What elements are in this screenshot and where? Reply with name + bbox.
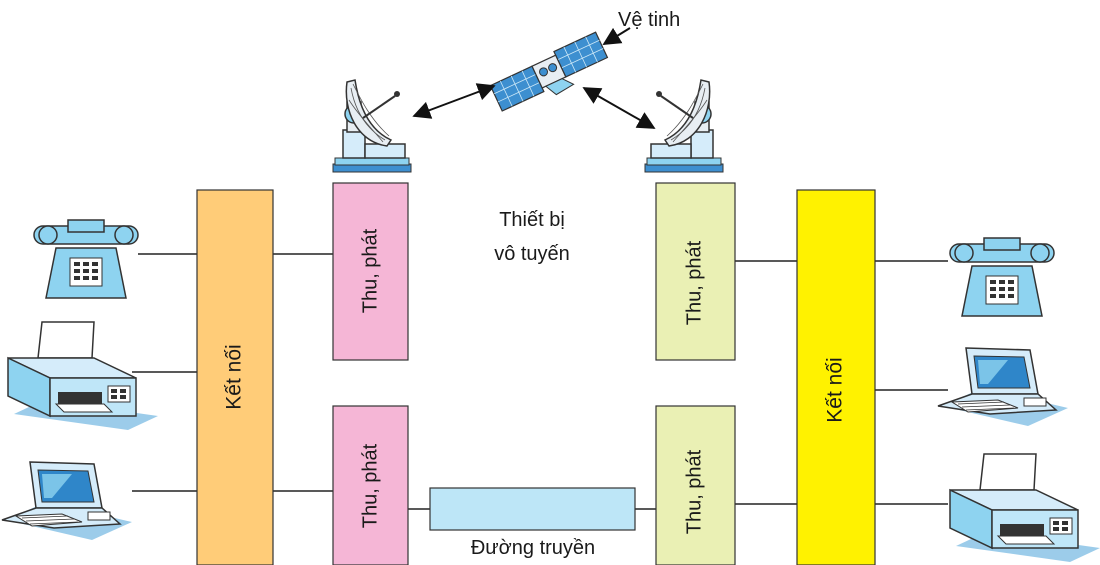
right-connector-label: Kết nối: [824, 357, 847, 422]
right-connector-block: [796, 189, 876, 565]
left-wireless-link: [412, 83, 496, 119]
cable-label: Đường truyền: [471, 537, 595, 559]
satellite-dish-icon: [332, 79, 412, 173]
telephone-icon: [33, 219, 139, 299]
satellite-icon: [489, 31, 609, 112]
satellite-label-arrow: [602, 27, 631, 45]
right-bottom-transceiver: [655, 405, 736, 565]
printer-icon: [7, 321, 159, 431]
wireless-label-line2: vô tuyến: [494, 243, 570, 265]
cable-block: [429, 487, 636, 531]
left-bottom-transceiver: [332, 405, 409, 565]
left-top-transceiver-label: Thu, phát: [359, 228, 381, 313]
printer-icon: [949, 453, 1100, 563]
wireless-label-line1: Thiết bị: [499, 209, 565, 231]
right-wireless-link: [582, 87, 656, 129]
telephone-icon: [949, 237, 1055, 317]
left-bottom-transceiver-label: Thu, phát: [359, 443, 381, 528]
laptop-icon: [1, 461, 133, 541]
right-top-transceiver: [655, 182, 736, 361]
left-top-transceiver: [332, 182, 409, 361]
left-connector-label: Kết nối: [223, 344, 246, 409]
right-top-transceiver-label: Thu, phát: [683, 240, 705, 325]
satellite-label: Vệ tinh: [618, 9, 680, 31]
connection-lines: [132, 253, 948, 510]
satellite-dish-icon: [644, 79, 724, 173]
right-bottom-transceiver-label: Thu, phát: [683, 449, 705, 534]
left-connector-block: [196, 189, 274, 565]
laptop-icon: [937, 347, 1069, 427]
